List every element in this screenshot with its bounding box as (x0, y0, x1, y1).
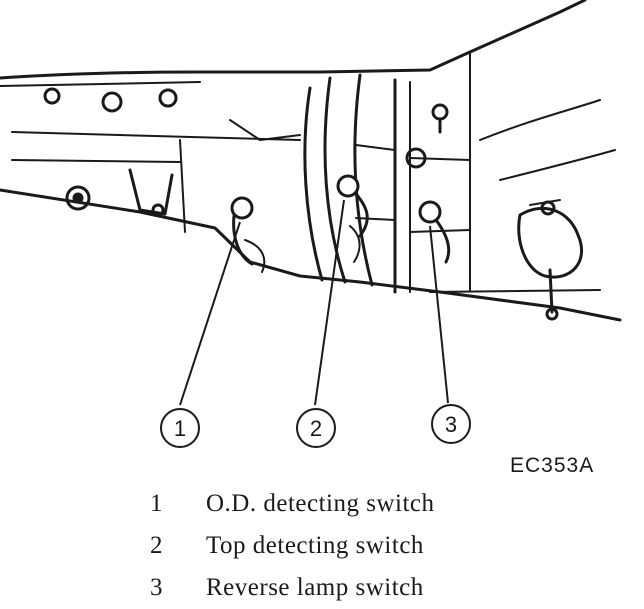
callout-3: 3 (431, 404, 471, 444)
legend-item: 2 Top detecting switch (150, 525, 435, 567)
leader-line-2 (314, 199, 345, 406)
legend-number: 2 (150, 532, 163, 559)
legend: 1 O.D. detecting switch 2 Top detecting … (150, 483, 435, 609)
figure-code: EC353A (510, 454, 595, 477)
legend-number: 3 (150, 574, 163, 601)
legend-text: Top detecting switch (206, 532, 424, 559)
callout-3-number: 3 (445, 412, 457, 437)
legend-item: 1 O.D. detecting switch (150, 483, 435, 525)
callout-1: 1 (160, 408, 200, 448)
leader-line-1 (179, 221, 241, 406)
leader-line-3 (429, 225, 449, 404)
callout-2: 2 (296, 408, 336, 448)
callout-2-number: 2 (310, 416, 322, 441)
legend-text: Reverse lamp switch (206, 574, 424, 601)
legend-number: 1 (150, 490, 163, 517)
legend-text: O.D. detecting switch (206, 490, 435, 517)
callout-1-number: 1 (174, 416, 186, 441)
legend-item: 3 Reverse lamp switch (150, 567, 435, 609)
